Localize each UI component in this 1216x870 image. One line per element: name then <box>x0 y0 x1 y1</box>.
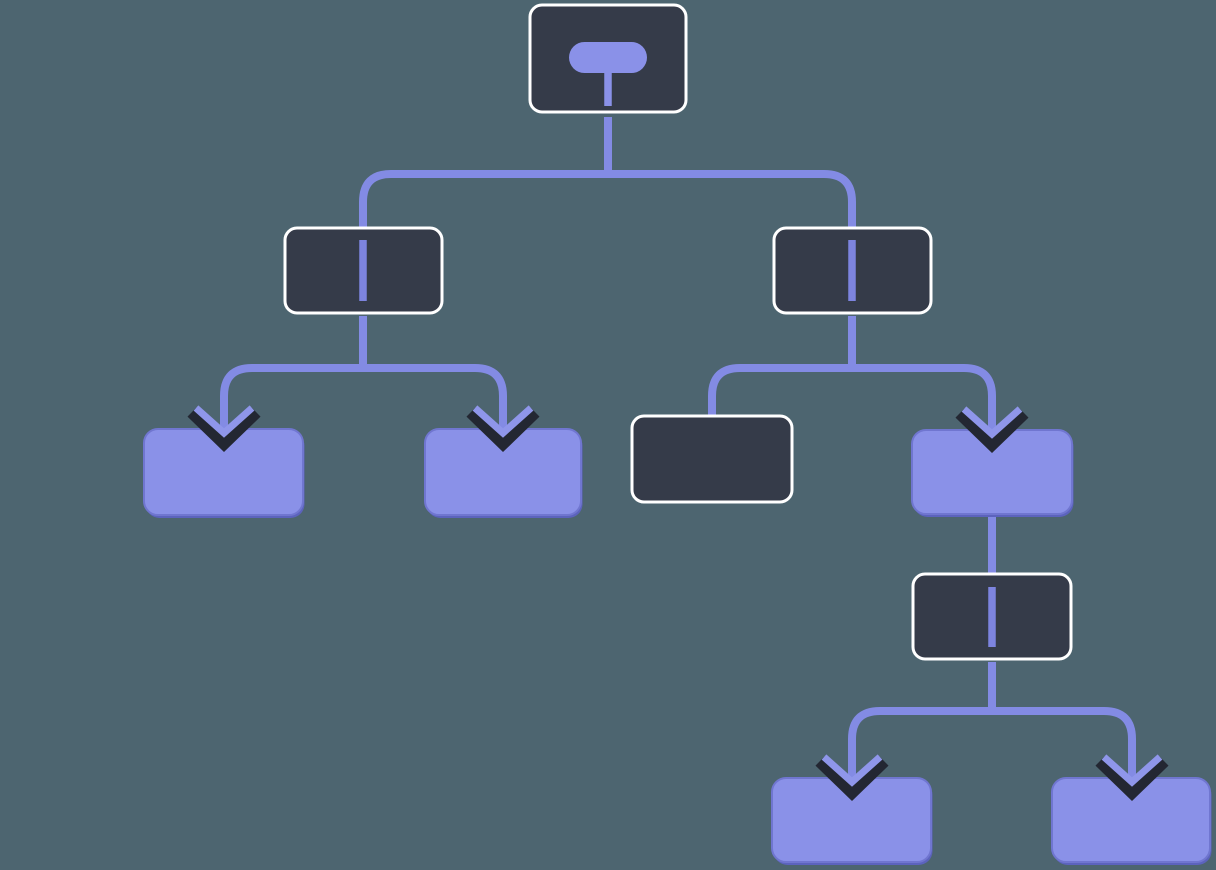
chevron-outer <box>187 407 261 453</box>
node-c-box[interactable] <box>630 414 794 504</box>
chevron-outer <box>815 756 889 802</box>
chevron-down-icon <box>466 399 540 453</box>
chevron-outer <box>955 408 1029 454</box>
node-split-e[interactable] <box>911 572 1073 661</box>
edge-branch-right-to-children <box>708 364 996 431</box>
chevron-outer <box>466 407 540 453</box>
chevron-inner <box>1101 754 1163 787</box>
chevron-outer <box>1095 756 1169 802</box>
connectors <box>220 117 1136 780</box>
chevron-down-icon <box>815 748 889 802</box>
chevron-inner <box>472 405 534 438</box>
chevron-inner <box>961 406 1023 439</box>
node-branch-left[interactable] <box>283 226 444 315</box>
drop-arrows <box>187 399 1169 802</box>
edge-branch-left-to-leaves <box>220 364 507 431</box>
node-branch-right[interactable] <box>772 226 933 315</box>
node-leaf-b[interactable] <box>424 428 583 518</box>
node-leaf-a[interactable] <box>143 428 305 518</box>
chevron-inner <box>193 405 255 438</box>
nodes <box>143 3 1212 865</box>
chevron-down-icon <box>1095 748 1169 802</box>
pill-handle-icon <box>569 42 647 73</box>
edge-split-e-to-leaves <box>848 707 1136 780</box>
node-root[interactable] <box>528 3 688 114</box>
node-leaf-d[interactable] <box>911 429 1074 517</box>
edge-root-to-branches <box>359 170 856 231</box>
chevron-inner <box>821 754 883 787</box>
node-leaf-f[interactable] <box>771 777 933 865</box>
chevron-down-icon <box>955 400 1029 454</box>
node-c-empty[interactable] <box>630 414 794 504</box>
chevron-down-icon <box>187 399 261 453</box>
node-leaf-g[interactable] <box>1051 777 1212 865</box>
